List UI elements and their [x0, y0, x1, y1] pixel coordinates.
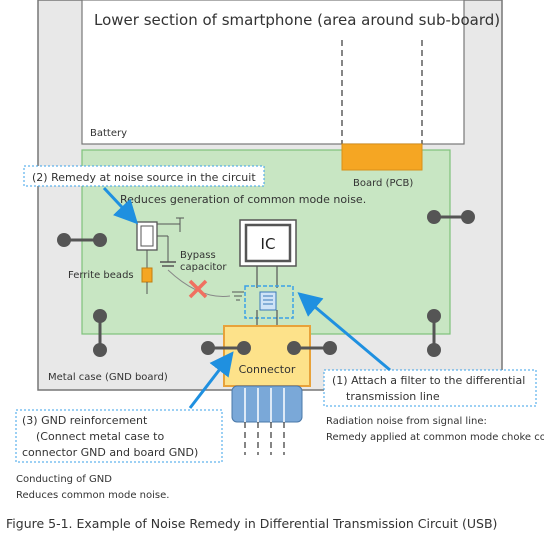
callout-remedy-3-line2: (Connect metal case to	[36, 430, 164, 443]
gnd-stud-left	[57, 233, 107, 247]
gnd-stud-right-top	[427, 210, 475, 224]
arrow-remedy-3	[188, 351, 234, 409]
usb-plug	[231, 385, 303, 423]
remedy-3-note-line1: Conducting of GND	[16, 474, 112, 485]
remedy-1-note-line2: Remedy applied at common mode choke coil…	[326, 432, 544, 443]
callout-remedy-3	[15, 409, 223, 463]
phone-section	[81, 0, 465, 145]
remedy1-note: Reduces generation of common mode noise.	[120, 193, 366, 206]
callout-remedy-1-line1: (1) Attach a filter to the differential	[332, 374, 525, 387]
remedy-3-note-line2: Reduces common mode noise.	[16, 490, 169, 501]
connector	[223, 325, 311, 387]
callout-remedy-2	[23, 165, 265, 187]
ferrite-circuit	[136, 217, 184, 294]
connector-label: Connector	[239, 363, 296, 376]
gnd-stud-right-bottom	[427, 309, 441, 357]
gnd-stud-left-bottom	[93, 309, 107, 357]
ferrite-label: Ferrite beads	[68, 270, 134, 281]
choke-coil-icon	[259, 291, 277, 311]
connector-gnd-right	[287, 341, 337, 355]
metal-case-label: Metal case (GND board)	[48, 372, 168, 383]
callout-remedy-2-text: (2) Remedy at noise source in the circui…	[32, 171, 256, 184]
board-label: Board (PCB)	[353, 178, 413, 189]
usb-cable-lines	[244, 422, 285, 455]
blocked-cross-icon	[167, 269, 231, 299]
bypass-label-1: Bypass	[180, 250, 216, 261]
callout-remedy-1-line2: transmission line	[346, 390, 440, 403]
ic-label: IC	[261, 235, 276, 253]
battery-label: Battery	[90, 128, 127, 139]
ferrite-bead-icon	[141, 267, 153, 283]
arrow-remedy-2	[102, 186, 139, 225]
arrow-remedy-1	[297, 292, 391, 372]
remedy-1-note-line1: Radiation noise from signal line:	[326, 416, 487, 427]
figure-caption: Figure 5-1. Example of Noise Remedy in D…	[6, 516, 497, 531]
board-tab	[341, 143, 423, 171]
ic-chip: IC	[239, 219, 297, 267]
callout-remedy-3-line1: (3) GND reinforcement	[22, 414, 148, 427]
callout-remedy-3-line3: connector GND and board GND)	[22, 446, 198, 459]
phone-section-title: Lower section of smartphone (area around…	[94, 11, 500, 29]
callout-remedy-1	[323, 369, 537, 407]
bypass-label-2: capacitor	[180, 262, 227, 273]
gnd-symbol-filter	[232, 291, 244, 301]
common-mode-choke-filter	[244, 285, 294, 319]
